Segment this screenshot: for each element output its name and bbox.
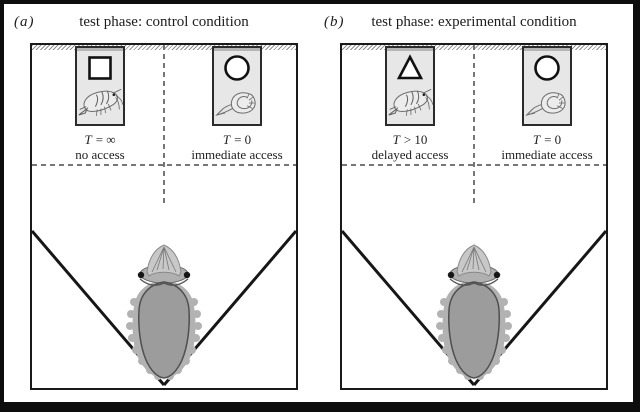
triangle-icon — [396, 54, 424, 80]
cuttlefish-eye-right — [183, 271, 191, 279]
feeding-tube-no-access — [75, 46, 125, 126]
horizontal-divider-dashed — [342, 164, 606, 166]
tube-caption-delayed-access: T> 10 delayed access — [345, 132, 475, 162]
cuttlefish-tentacles — [146, 244, 182, 277]
feeding-tube-delayed-access — [385, 46, 435, 126]
dead-shrimp-icon — [525, 92, 566, 116]
cuttlefish-eye-right — [493, 271, 501, 279]
feeding-tube-immediate-access — [522, 46, 572, 126]
shrimp-eye — [112, 93, 116, 97]
access-label: immediate access — [191, 147, 283, 162]
cuttlefish-eye-left — [447, 271, 455, 279]
access-label: delayed access — [371, 147, 449, 162]
panel-b-title: test phase: experimental condition — [371, 14, 577, 30]
figure-canvas: (a) test phase: control condition — [4, 4, 633, 402]
circle-icon — [534, 55, 560, 81]
live-shrimp-icon — [78, 88, 123, 116]
dead-shrimp-icon — [215, 92, 256, 116]
t-label: T= 0 — [222, 132, 252, 147]
panel-a: (a) test phase: control condition — [14, 12, 298, 394]
panel-b: (b) test phase: experimental condition — [324, 12, 608, 394]
panel-a-label: (a) — [14, 14, 35, 30]
tube-caption-no-access: T= ∞ no access — [35, 132, 165, 162]
cuttlefish-mantle — [138, 281, 190, 379]
arena: T> 10 delayed access T= 0 immediate acce… — [340, 43, 608, 390]
live-shrimp-icon — [388, 88, 433, 116]
arena: T= ∞ no access T= 0 immediate access — [30, 43, 298, 390]
cuttlefish-tentacles — [456, 244, 492, 277]
access-label: immediate access — [501, 147, 593, 162]
shrimp-eye — [422, 93, 426, 97]
circle-icon — [224, 55, 250, 81]
access-label: no access — [75, 147, 125, 162]
cuttlefish-eye-left — [137, 271, 145, 279]
cuttlefish-mantle — [448, 281, 500, 379]
t-label: T> 10 — [392, 132, 428, 147]
square-icon — [88, 56, 112, 80]
cuttlefish-image — [436, 244, 512, 380]
feeding-tube-immediate-access — [212, 46, 262, 126]
horizontal-divider-dashed — [32, 164, 296, 166]
panel-b-label: (b) — [324, 14, 345, 30]
t-label: T= 0 — [532, 132, 562, 147]
vertical-divider-dashed — [473, 45, 475, 207]
t-label: T= ∞ — [84, 132, 116, 147]
tube-caption-immediate-access: T= 0 immediate access — [172, 132, 302, 162]
panel-a-title: test phase: control condition — [79, 14, 249, 30]
tube-caption-immediate-access: T= 0 immediate access — [482, 132, 612, 162]
vertical-divider-dashed — [163, 45, 165, 207]
cuttlefish-image — [126, 244, 202, 380]
